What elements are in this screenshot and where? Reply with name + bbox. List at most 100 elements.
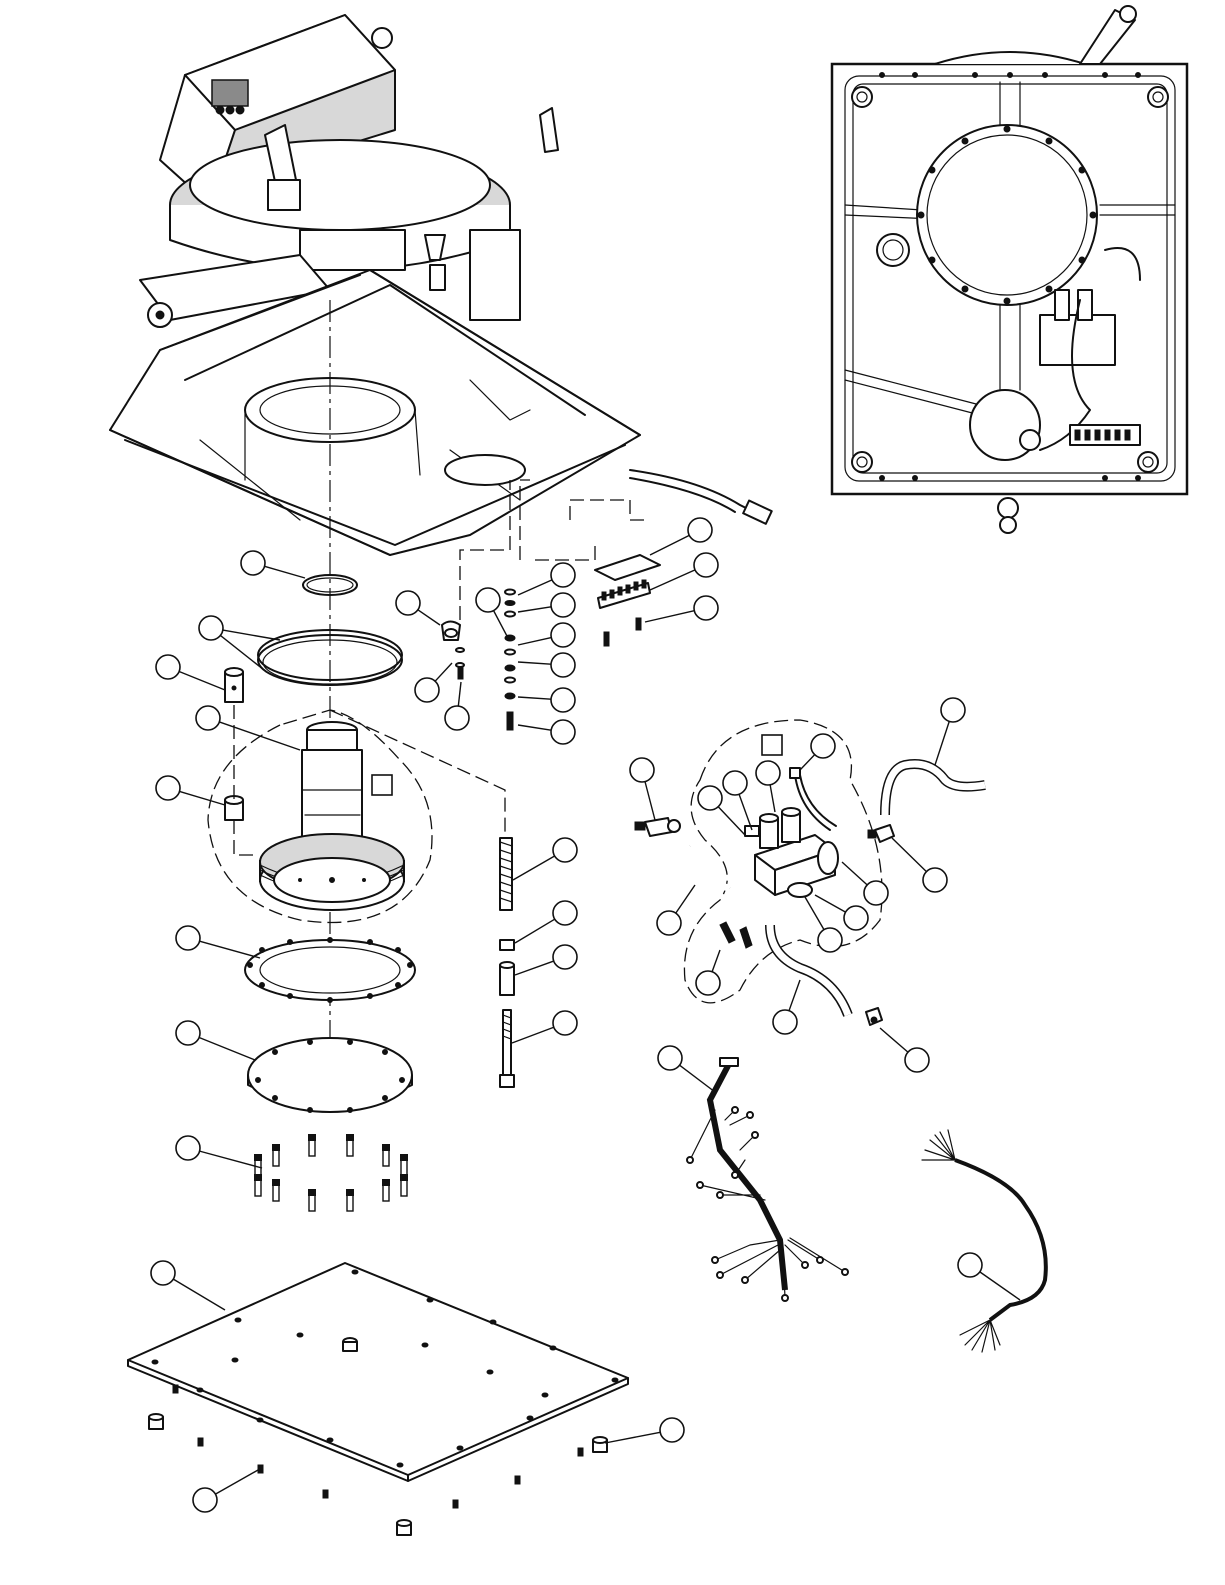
balloon-circle [941, 698, 965, 722]
leader-line [518, 697, 551, 699]
leader-line [739, 794, 752, 830]
balloon-circle [553, 901, 577, 925]
balloon-circle [176, 1136, 200, 1160]
balloon-circle [864, 881, 888, 905]
balloon-callout [696, 950, 720, 995]
balloon-callout [512, 1011, 577, 1043]
plate-hole [232, 1358, 238, 1362]
balloon-callout [515, 945, 577, 975]
leader-line [199, 1037, 255, 1060]
bolt-part [500, 1010, 514, 1087]
balloon-circle [196, 706, 220, 730]
balloon-callout [518, 593, 575, 617]
plate-hole [327, 1438, 333, 1442]
leader-line [718, 807, 745, 835]
assembly-box-valve [762, 735, 782, 755]
balloon-circle [176, 1021, 200, 1045]
balloon-circle [694, 553, 718, 577]
leader-line [515, 961, 554, 975]
plate-hole [490, 1320, 496, 1324]
leader-line [518, 662, 551, 664]
leader-line [645, 782, 655, 820]
balloon-circle [551, 688, 575, 712]
cap-screw [347, 1140, 353, 1156]
balloon-circle [773, 1010, 797, 1034]
balloon-circle [199, 616, 223, 640]
cap-screw [273, 1150, 279, 1166]
balloon-callout [723, 771, 752, 830]
balloon-circle [553, 1011, 577, 1035]
balloon-callout [756, 761, 780, 812]
balloon-circle [696, 971, 720, 995]
leader-line [179, 791, 225, 805]
leader-line [458, 682, 461, 706]
plate-hole [487, 1370, 493, 1374]
bottom-cover-plate-part [128, 1263, 628, 1481]
leader-line [515, 919, 555, 943]
washer-stack-part [505, 590, 515, 731]
leader-line [645, 611, 694, 622]
valve-screws-part [720, 922, 752, 948]
balloon-callout [605, 1418, 684, 1443]
balloon-circle [476, 588, 500, 612]
leader-line [892, 838, 926, 872]
cap-screw [401, 1160, 407, 1176]
terminal-guide [535, 500, 650, 560]
plate-hole [297, 1333, 303, 1337]
balloon-callout [515, 901, 577, 943]
plate-hole [197, 1388, 203, 1392]
cap-screw [309, 1140, 315, 1156]
coupler-part [500, 962, 514, 995]
balloon-circle [553, 945, 577, 969]
balloon-circle [551, 563, 575, 587]
cap-screws-part [254, 1134, 408, 1211]
balloon-callout [156, 655, 225, 690]
balloon-callout [815, 895, 868, 930]
balloon-callout [880, 1028, 929, 1072]
balloon-callout [645, 596, 718, 622]
hose-left-part [683, 846, 731, 888]
leader-line [650, 535, 689, 555]
balloon-callout [513, 838, 577, 880]
balloon-callout [658, 1046, 715, 1092]
balloon-circle [923, 868, 947, 892]
cap-screw-head [254, 1174, 262, 1181]
balloon-circle [551, 593, 575, 617]
balloon-callout [193, 1470, 258, 1512]
balloon-callout [176, 1021, 255, 1060]
balloon-circle [688, 518, 712, 542]
balloon-callout [892, 838, 947, 892]
cap-screw-head [254, 1154, 262, 1161]
sensor-cable-part [922, 1130, 1046, 1352]
plate-hole [527, 1416, 533, 1420]
leader-line [215, 1470, 258, 1494]
balloon-circle [176, 926, 200, 950]
leader-line [789, 980, 800, 1011]
leader-line [223, 630, 280, 640]
terminal-block-part [595, 555, 660, 646]
balloon-circle [551, 653, 575, 677]
plate-hole [397, 1463, 403, 1467]
leader-line [676, 885, 695, 913]
balloon-circle [630, 758, 654, 782]
leader-line [518, 638, 551, 645]
balloon-callout [241, 551, 305, 578]
cap-screw-head [346, 1134, 354, 1141]
leader-line [605, 1432, 660, 1443]
leader-line [219, 722, 300, 750]
plate-hole [427, 1298, 433, 1302]
cap-screw [273, 1185, 279, 1201]
wire-harness-part [687, 1058, 848, 1301]
balloon-circle [905, 1048, 929, 1072]
balloon-circle [151, 1261, 175, 1285]
assembly-box-spindle [372, 775, 392, 795]
leader-line [200, 941, 260, 958]
balloon-callout [518, 653, 575, 677]
leader-line [770, 785, 775, 812]
bushing-upper-part [225, 668, 243, 702]
balloon-circle [723, 771, 747, 795]
balloon-callout [630, 758, 655, 820]
hose-upper-right-part [885, 764, 985, 815]
balloon-callout [176, 1136, 262, 1168]
